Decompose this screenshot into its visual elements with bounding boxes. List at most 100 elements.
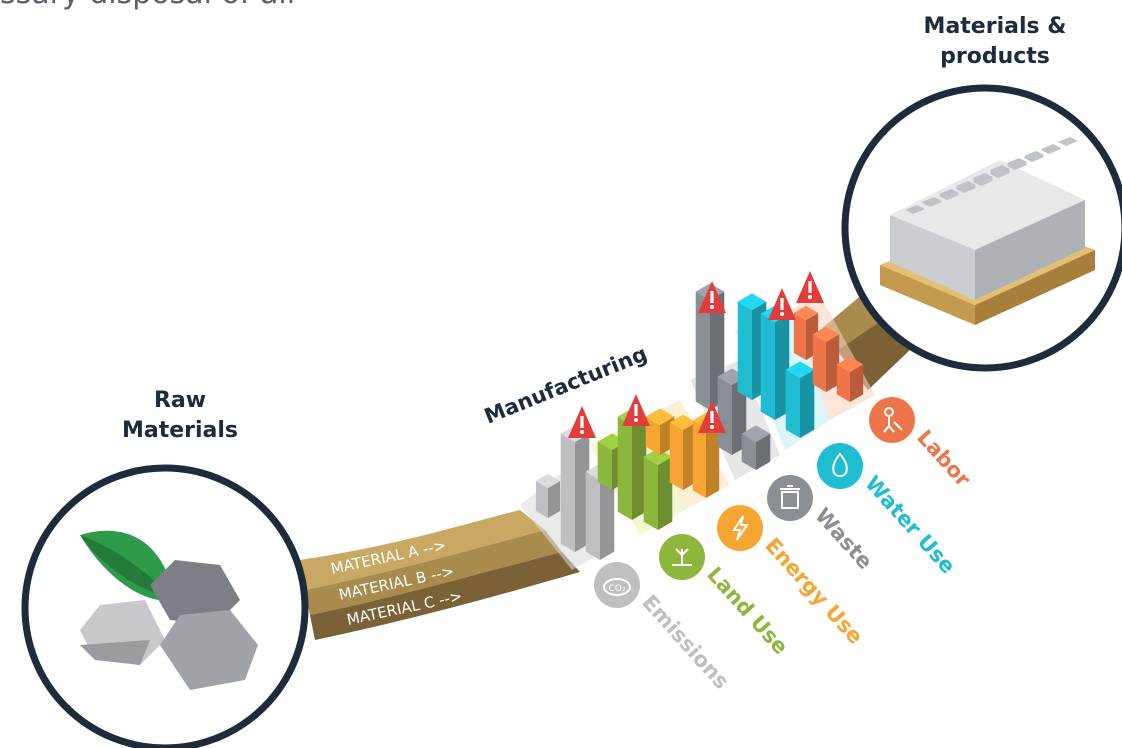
block-hole — [905, 205, 925, 214]
partial-header-text: ssary disposal of all — [0, 0, 295, 11]
road-band-mid — [305, 530, 562, 615]
raw-materials-circle — [21, 464, 309, 748]
bar-land-2-front — [617, 416, 632, 520]
bar-land-2-side — [632, 416, 647, 520]
products-circle — [841, 84, 1122, 372]
block-hole — [1058, 137, 1078, 146]
bar-waste-2-front — [717, 376, 732, 455]
warning-triangle-icon — [698, 401, 726, 433]
blocks-top — [890, 160, 1085, 250]
bar-labor-1-top — [793, 305, 819, 320]
block-hole — [922, 198, 942, 207]
trash-can-icon — [767, 475, 813, 521]
bar-land-3-side — [658, 456, 673, 530]
road-band-top — [300, 510, 545, 590]
block-grid — [905, 137, 1078, 214]
block-hole — [1007, 161, 1027, 170]
raw-materials-heading-line1: Raw — [153, 388, 207, 413]
bar-waste-3 — [741, 425, 771, 470]
bar-labor-1-front — [793, 312, 806, 360]
bar-water-3-front — [785, 369, 800, 438]
bar-labor-3-top — [836, 356, 864, 372]
warning-triangle-icon — [622, 394, 650, 426]
bar-emissions-1-front — [535, 480, 548, 518]
rock-shadow — [80, 640, 150, 665]
warning-markers — [568, 271, 824, 438]
bar-waste-1-front — [695, 291, 710, 410]
bar-energy-2-top — [669, 414, 697, 430]
rock-dark — [150, 560, 240, 625]
blocks-side — [975, 200, 1085, 300]
bar-land-3-top — [643, 448, 673, 465]
lightning-icon — [717, 505, 763, 551]
bar-energy-2 — [669, 414, 697, 490]
impact-label: Water Use — [860, 471, 960, 578]
bar-water-3-top — [785, 361, 815, 378]
raw-materials-heading-line2: Materials — [121, 418, 239, 443]
bar-labor-2-front — [812, 334, 826, 392]
bar-energy-3-front — [692, 420, 706, 498]
material-road — [300, 292, 915, 640]
rock-mid-right — [160, 610, 258, 690]
impact-label: Labor — [912, 425, 975, 492]
bar-energy-3-side — [706, 420, 720, 498]
warning-triangle-icon — [698, 281, 726, 313]
bar-land-1-top — [597, 433, 627, 450]
block-hole — [1024, 153, 1044, 162]
water-drop-icon — [817, 443, 863, 489]
products-heading-line1: Materials & — [923, 14, 1067, 39]
bar-water-2 — [760, 305, 790, 420]
bar-waste-2-top — [717, 368, 747, 385]
bar-labor-3 — [836, 356, 864, 402]
block-hole — [973, 177, 993, 186]
pallet-side — [975, 250, 1095, 325]
impact-label: Land Use — [702, 562, 793, 659]
bar-energy-2-front — [669, 422, 683, 490]
bar-labor-2 — [812, 326, 840, 392]
bar-emissions-2-front — [560, 433, 575, 552]
block-hole — [956, 184, 976, 193]
bar-labor-2-side — [826, 334, 840, 392]
pallet-front — [880, 265, 975, 325]
bar-labor-2-top — [812, 326, 840, 342]
products-heading-line2: products — [940, 44, 1050, 69]
impact-label: Waste — [810, 503, 877, 574]
bar-emissions-1-top — [535, 473, 561, 488]
co2-cloud-icon: CO₂ — [594, 562, 640, 608]
bar-water-1-front — [737, 301, 752, 400]
warning-triangle-icon — [768, 288, 796, 320]
bar-waste-3-side — [756, 433, 771, 470]
land-plant-icon — [659, 534, 705, 580]
bar-labor-3-front — [836, 364, 850, 402]
bar-land-1-front — [597, 441, 612, 490]
bar-emissions-3-front — [585, 471, 600, 560]
bar-energy-3 — [692, 412, 720, 498]
co2-text: CO₂ — [609, 584, 626, 594]
warning-triangle-icon — [796, 271, 824, 303]
bar-emissions-3-side — [600, 471, 615, 560]
bar-emissions-1-side — [548, 480, 561, 518]
impact-bars — [535, 283, 864, 560]
bar-waste-3-front — [741, 433, 756, 470]
bar-water-3-side — [800, 369, 815, 438]
bar-water-1-top — [737, 293, 767, 310]
worker-icon — [869, 397, 915, 443]
road-band-bottom — [310, 552, 580, 640]
bar-land-3 — [643, 448, 673, 530]
block-hole — [1041, 145, 1061, 154]
impact-label: Emissions — [637, 590, 733, 693]
bar-emissions-1 — [535, 473, 561, 518]
bar-emissions-2 — [560, 425, 590, 552]
bar-labor-3-side — [850, 364, 864, 402]
block-hole — [939, 191, 959, 200]
bar-land-3-front — [643, 456, 658, 530]
blocks-front — [890, 215, 975, 300]
raw-materials-heading: Raw Materials — [90, 386, 270, 446]
products-heading: Materials & products — [895, 12, 1095, 72]
bar-land-2 — [617, 408, 647, 520]
bar-energy-1-front — [645, 416, 660, 455]
bar-water-3 — [785, 361, 815, 438]
bar-waste-3-top — [741, 425, 771, 442]
bar-water-2-front — [760, 313, 775, 420]
